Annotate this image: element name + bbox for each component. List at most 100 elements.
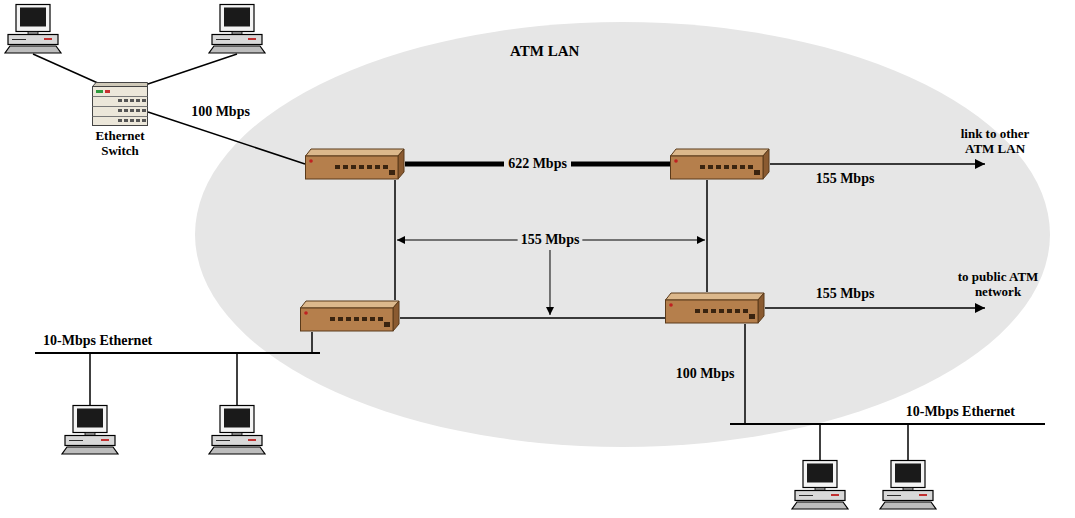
link-rate: 155 Mbps <box>816 286 875 302</box>
switch-port <box>118 119 122 122</box>
link-rate: 622 Mbps <box>504 156 571 172</box>
access-link <box>148 112 305 164</box>
switch-port <box>748 165 753 169</box>
switch-port <box>703 309 708 313</box>
switch-top <box>93 83 148 87</box>
access-link <box>744 324 746 424</box>
switch-port <box>130 119 134 122</box>
switch-port <box>378 317 383 321</box>
pointer-arrow <box>397 240 518 241</box>
switch-port <box>384 322 390 327</box>
drop-line <box>819 424 821 460</box>
switch-port <box>719 309 724 313</box>
station-wire <box>142 54 237 86</box>
computer-icon <box>209 5 265 54</box>
switch-port <box>724 165 729 169</box>
pointer-arrow <box>582 240 705 241</box>
atm-switch-icon <box>305 148 405 180</box>
switch-port <box>383 165 388 169</box>
atm-link <box>400 317 665 319</box>
switch-divider <box>93 106 148 107</box>
switch-port <box>732 165 737 169</box>
switch-port <box>118 99 122 102</box>
station-wire <box>33 54 100 84</box>
atm-switch-icon <box>670 148 770 180</box>
status-light <box>309 159 313 163</box>
switch-port <box>330 317 335 321</box>
switch-body <box>93 87 148 126</box>
switch-side <box>398 149 404 179</box>
status-light <box>105 90 110 93</box>
switch-port <box>743 309 748 313</box>
status-light <box>669 303 673 307</box>
switch-port <box>700 165 705 169</box>
computer-icon <box>209 406 265 455</box>
switch-port <box>124 109 128 112</box>
switch-port <box>343 165 348 169</box>
switch-front <box>671 156 764 179</box>
switch-port <box>136 99 140 102</box>
pointer-arrow <box>549 250 550 315</box>
computer-icon <box>792 461 848 510</box>
switch-port <box>740 165 745 169</box>
switch-port <box>142 99 146 102</box>
switch-port <box>389 170 395 175</box>
atm-switch <box>300 300 400 332</box>
bus-label: 10-Mbps Ethernet <box>43 333 312 349</box>
atm-link <box>394 180 396 300</box>
atm-lan-region: ATM LAN <box>195 22 1050 447</box>
switch-top <box>666 293 765 300</box>
switch-port <box>136 119 140 122</box>
device-label: Ethernet Switch <box>92 128 148 158</box>
link-rate: 100 Mbps <box>676 366 735 382</box>
region-outline <box>195 22 1050 447</box>
outbound-link <box>770 163 985 165</box>
status-light <box>96 90 103 93</box>
region-fill <box>195 22 1050 447</box>
switch-port <box>735 309 740 313</box>
switch-divider <box>93 116 148 117</box>
atm-switch <box>665 292 765 324</box>
atm-switch <box>305 148 405 180</box>
switch-top <box>306 149 405 156</box>
switch-side <box>763 149 769 179</box>
connector-group <box>148 112 745 424</box>
link-destination: to public ATM network <box>948 269 1048 299</box>
bus-label: 10-Mbps Ethernet <box>738 404 1015 420</box>
switch-port <box>367 165 372 169</box>
ethernet-bus: 10-Mbps Ethernet <box>35 333 320 354</box>
switch-port <box>708 165 713 169</box>
status-light <box>674 159 678 163</box>
leader-group <box>397 164 985 315</box>
switch-port <box>130 99 134 102</box>
status-light <box>304 311 308 315</box>
switch-divider <box>93 96 148 97</box>
computer-icon <box>62 406 118 455</box>
switch-side <box>758 293 764 323</box>
atm-switch-icon <box>300 300 400 332</box>
link-rate: 155 Mbps <box>816 171 875 187</box>
drop-line <box>236 353 238 405</box>
switch-icon <box>92 82 148 126</box>
switch-port <box>375 165 380 169</box>
switch-port <box>338 317 343 321</box>
switch-port <box>142 109 146 112</box>
switch-port <box>130 109 134 112</box>
switch-port <box>335 165 340 169</box>
switch-port <box>118 109 122 112</box>
ethernet-bus: 10-Mbps Ethernet <box>730 404 1045 425</box>
switch-port <box>346 317 351 321</box>
drop-line <box>89 353 91 405</box>
access-link <box>311 332 313 353</box>
switch-port <box>370 317 375 321</box>
switch-front <box>306 156 399 179</box>
computer-icon <box>880 461 936 510</box>
switch-port <box>142 119 146 122</box>
switch-side <box>393 301 399 331</box>
switch-port <box>124 119 128 122</box>
outbound-link <box>765 307 985 309</box>
switch-top <box>301 301 400 308</box>
atm-link <box>706 180 708 292</box>
switch-port <box>695 309 700 313</box>
